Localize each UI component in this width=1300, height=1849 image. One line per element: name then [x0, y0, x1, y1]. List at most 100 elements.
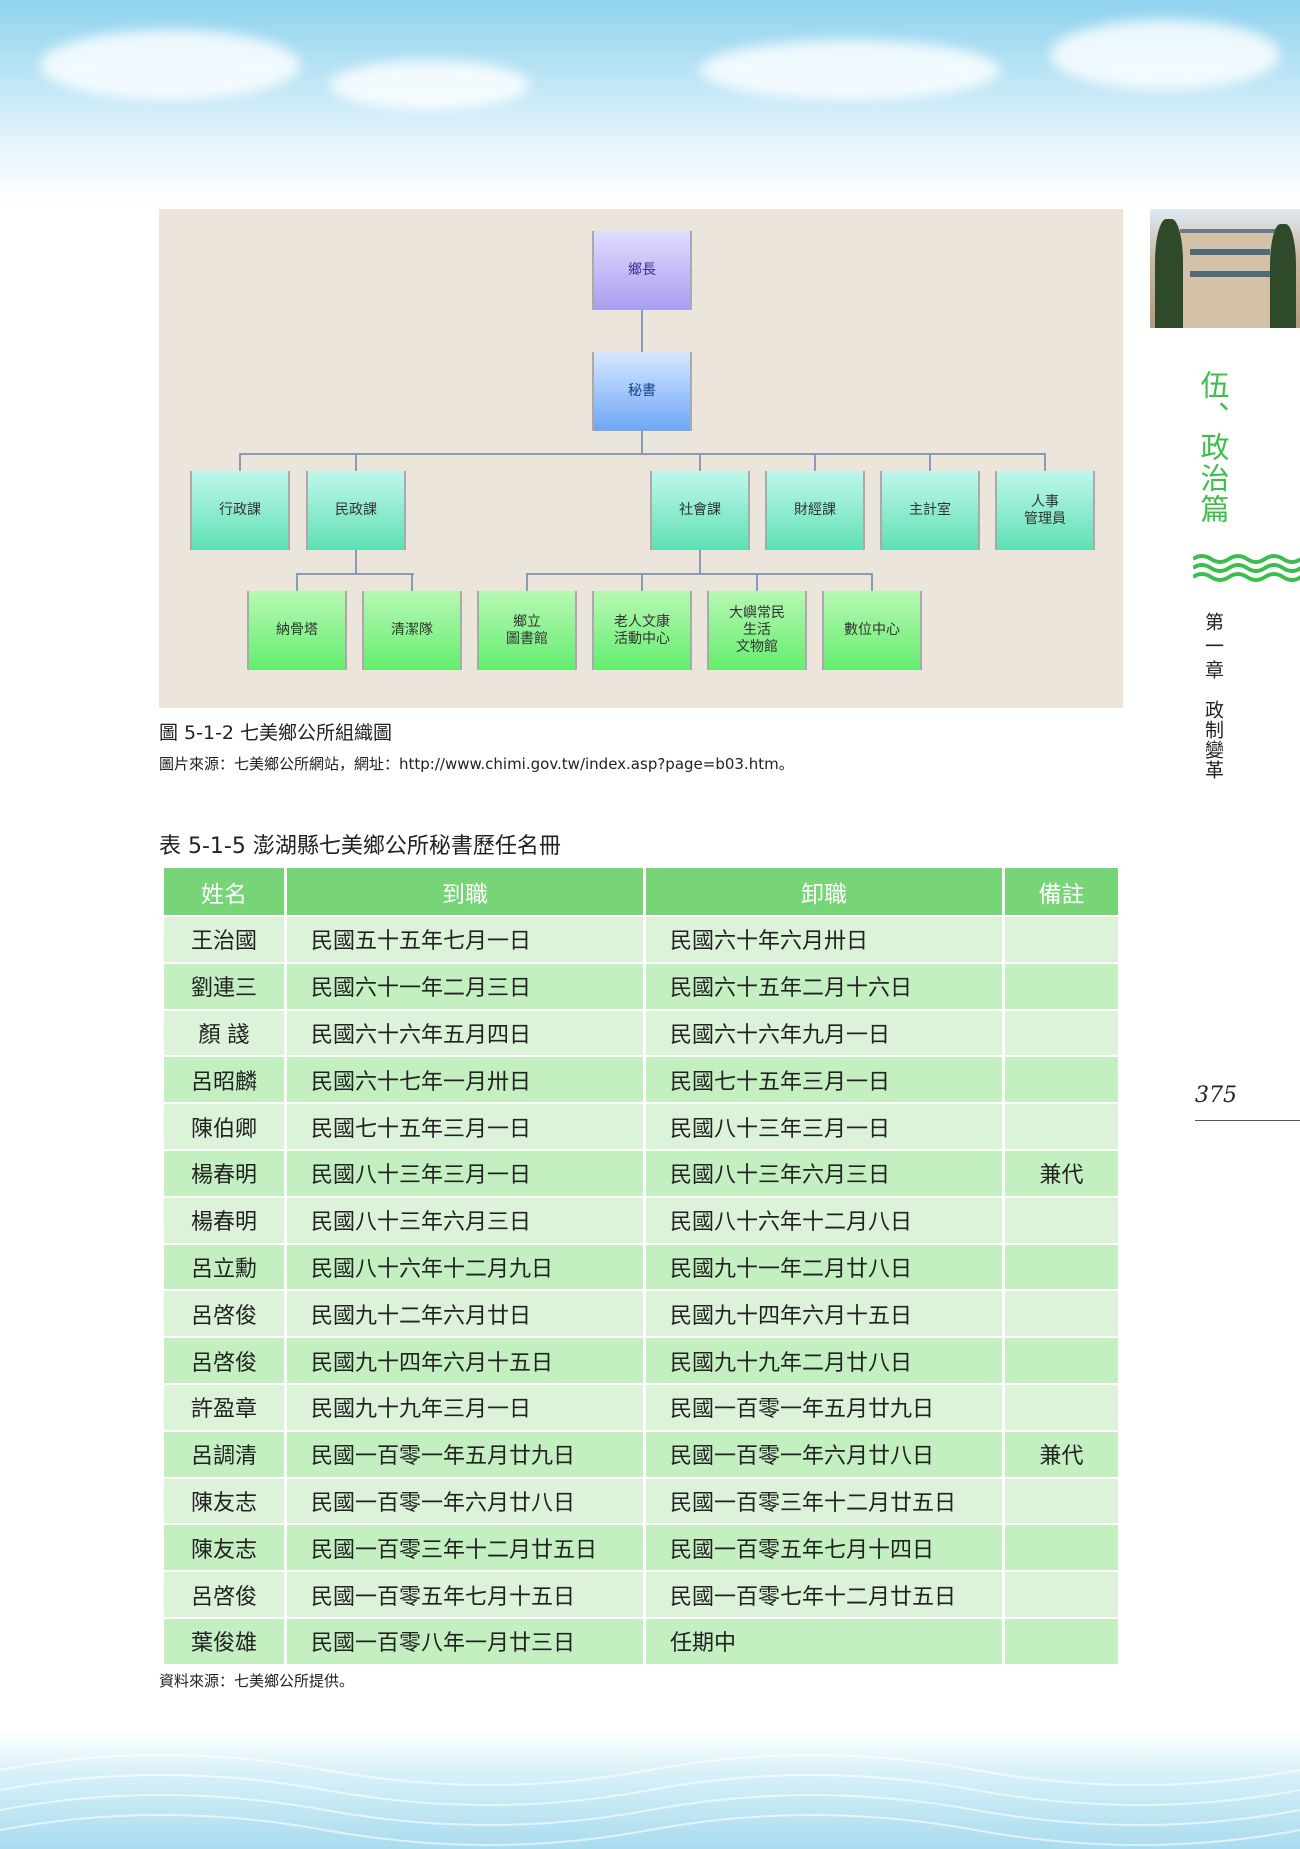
cell-start-date: 民國七十五年三月一日: [287, 1104, 643, 1149]
table-row: 呂立勳民國八十六年十二月九日民國九十一年二月廿八日: [164, 1244, 1118, 1290]
cell-note: [1005, 963, 1118, 1009]
cell-start-date: 民國一百零五年七月十五日: [287, 1572, 643, 1617]
org-node-department: 社會課: [650, 471, 750, 550]
connector-line: [239, 453, 241, 471]
cell-start-date: 民國五十五年七月一日: [287, 917, 643, 962]
cell-note: [1005, 1197, 1118, 1243]
sky-banner: [0, 0, 1300, 205]
cell-end-date: 民國六十六年九月一日: [646, 1010, 1002, 1056]
secretary-table: 姓名 到職 卸職 備註 王治國民國五十五年七月一日民國六十年六月卅日劉連三民國六…: [161, 866, 1121, 1666]
table-row: 劉連三民國六十一年二月三日民國六十五年二月十六日: [164, 963, 1118, 1009]
table-row: 陳友志民國一百零一年六月廿八日民國一百零三年十二月廿五日: [164, 1478, 1118, 1524]
org-node-unit: 大嶼常民 生活 文物館: [707, 591, 807, 670]
cell-name: 楊春明: [164, 1150, 284, 1196]
connector-line: [641, 310, 643, 352]
chapter-title: 政制變革: [1202, 700, 1224, 780]
cell-name: 陳友志: [164, 1478, 284, 1524]
cell-name: 呂立勳: [164, 1244, 284, 1290]
connector-line: [929, 453, 931, 471]
col-header-note: 備註: [1005, 868, 1118, 915]
org-node-department: 財經課: [765, 471, 865, 550]
connector-line: [699, 550, 701, 573]
cell-start-date: 民國六十一年二月三日: [287, 963, 643, 1009]
table-row: 呂啓俊民國九十四年六月十五日民國九十九年二月廿八日: [164, 1338, 1118, 1383]
org-node-unit: 納骨塔: [247, 591, 347, 670]
cell-note: [1005, 1244, 1118, 1290]
cell-note: [1005, 1057, 1118, 1103]
cell-end-date: 民國六十年六月卅日: [646, 917, 1002, 962]
cell-name: 呂啓俊: [164, 1291, 284, 1337]
col-header-start: 到職: [287, 868, 643, 915]
connector-line: [871, 573, 873, 591]
cell-name: 楊春明: [164, 1197, 284, 1243]
cell-start-date: 民國一百零一年六月廿八日: [287, 1478, 643, 1524]
table-row: 楊春明民國八十三年三月一日民國八十三年六月三日兼代: [164, 1150, 1118, 1196]
chapter-number: 第一章: [1202, 612, 1224, 684]
connector-line: [641, 431, 643, 453]
cell-end-date: 民國一百零五年七月十四日: [646, 1525, 1002, 1571]
cell-name: 呂昭麟: [164, 1057, 284, 1103]
cell-note: [1005, 1384, 1118, 1430]
connector-line: [756, 573, 758, 591]
connector-line: [641, 573, 643, 591]
cell-name: 王治國: [164, 917, 284, 962]
page-number-rule: [1195, 1120, 1300, 1121]
cell-name: 顏 諓: [164, 1010, 284, 1056]
connector-line: [814, 453, 816, 471]
wave-decoration: [1193, 554, 1300, 582]
cell-name: 呂調清: [164, 1431, 284, 1477]
col-header-end: 卸職: [646, 868, 1002, 915]
figure-source: 圖片來源：七美鄉公所網站，網址：http://www.chimi.gov.tw/…: [159, 755, 794, 773]
cell-end-date: 民國八十三年三月一日: [646, 1104, 1002, 1149]
cell-start-date: 民國一百零三年十二月廿五日: [287, 1525, 643, 1571]
sea-wave-footer: [0, 1730, 1300, 1849]
table-header-row: 姓名 到職 卸職 備註: [164, 868, 1118, 915]
org-node-department: 主計室: [880, 471, 980, 550]
cell-end-date: 民國九十四年六月十五日: [646, 1291, 1002, 1337]
org-node-department: 行政課: [190, 471, 290, 550]
table-source: 資料來源：七美鄉公所提供。: [159, 1672, 355, 1690]
cell-name: 劉連三: [164, 963, 284, 1009]
org-chart: 鄉長秘書行政課民政課社會課財經課主計室人事 管理員納骨塔清潔隊鄉立 圖書館老人文…: [159, 209, 1123, 708]
cell-note: 兼代: [1005, 1150, 1118, 1196]
cell-end-date: 民國八十六年十二月八日: [646, 1197, 1002, 1243]
cell-end-date: 民國一百零三年十二月廿五日: [646, 1478, 1002, 1524]
town-hall-photo: [1150, 209, 1300, 328]
cell-note: [1005, 1104, 1118, 1149]
connector-line: [526, 573, 528, 591]
cell-name: 陳友志: [164, 1525, 284, 1571]
cell-name: 呂啓俊: [164, 1338, 284, 1383]
cell-start-date: 民國六十六年五月四日: [287, 1010, 643, 1056]
table-row: 呂調清民國一百零一年五月廿九日民國一百零一年六月廿八日兼代: [164, 1431, 1118, 1477]
cell-end-date: 民國六十五年二月十六日: [646, 963, 1002, 1009]
connector-line: [355, 550, 357, 573]
org-node-unit: 數位中心: [822, 591, 922, 670]
cell-note: [1005, 1010, 1118, 1056]
cell-name: 許盈章: [164, 1384, 284, 1430]
cell-end-date: 任期中: [646, 1618, 1002, 1664]
cell-start-date: 民國八十三年三月一日: [287, 1150, 643, 1196]
connector-line: [526, 573, 873, 575]
cell-end-date: 民國七十五年三月一日: [646, 1057, 1002, 1103]
org-node-unit: 清潔隊: [362, 591, 462, 670]
cell-end-date: 民國九十九年二月廿八日: [646, 1338, 1002, 1383]
table-row: 楊春明民國八十三年六月三日民國八十六年十二月八日: [164, 1197, 1118, 1243]
table-row: 王治國民國五十五年七月一日民國六十年六月卅日: [164, 917, 1118, 962]
page-number: 375: [1195, 1083, 1237, 1108]
cell-end-date: 民國九十一年二月廿八日: [646, 1244, 1002, 1290]
org-node-secretary: 秘書: [592, 352, 692, 431]
cell-note: 兼代: [1005, 1431, 1118, 1477]
table-row: 許盈章民國九十九年三月一日民國一百零一年五月廿九日: [164, 1384, 1118, 1430]
cell-note: [1005, 1618, 1118, 1664]
connector-line: [699, 453, 701, 471]
cell-note: [1005, 1338, 1118, 1383]
org-node-department: 民政課: [306, 471, 406, 550]
cell-start-date: 民國九十二年六月廿日: [287, 1291, 643, 1337]
cell-start-date: 民國八十三年六月三日: [287, 1197, 643, 1243]
cell-start-date: 民國九十四年六月十五日: [287, 1338, 643, 1383]
cell-start-date: 民國九十九年三月一日: [287, 1384, 643, 1430]
table-row: 陳伯卿民國七十五年三月一日民國八十三年三月一日: [164, 1104, 1118, 1149]
org-node-department: 人事 管理員: [995, 471, 1095, 550]
cell-start-date: 民國一百零一年五月廿九日: [287, 1431, 643, 1477]
cell-start-date: 民國一百零八年一月廿三日: [287, 1618, 643, 1664]
